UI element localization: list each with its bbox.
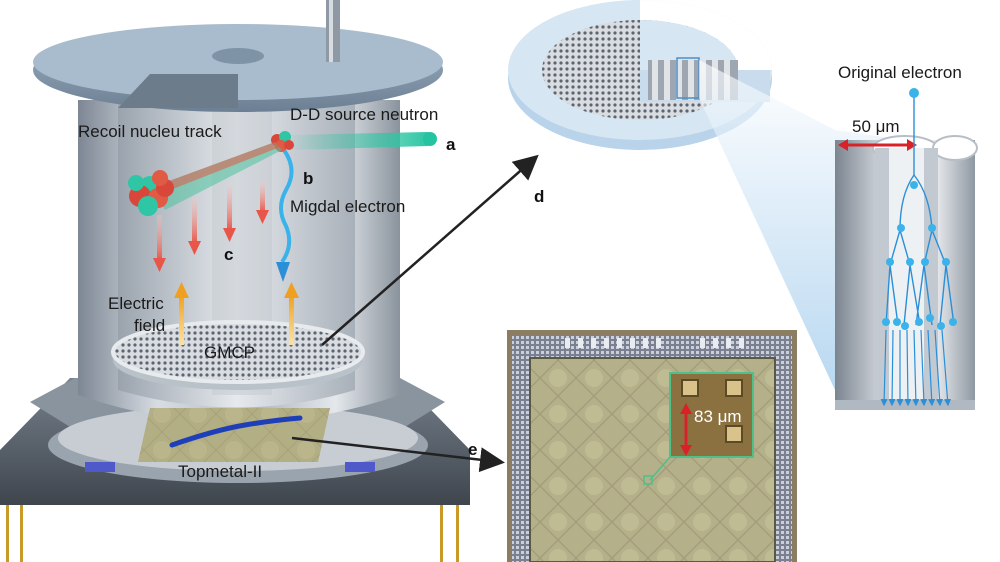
topmetal-label: Topmetal-II	[178, 462, 262, 481]
charge-track	[169, 415, 303, 448]
arrow-to-e	[291, 436, 505, 473]
pore-size-label: 50 μm	[852, 117, 900, 136]
letter-a: a	[446, 135, 456, 154]
drift-arrows	[153, 182, 269, 272]
pixel-pitch-label: 83 μm	[694, 407, 742, 426]
chip-micrograph: 83 μm	[507, 330, 797, 562]
topmetal-chip-small	[138, 408, 330, 462]
field-label-1: Electric	[108, 294, 164, 313]
detector: Recoil nucleu track D-D source neutron a…	[0, 0, 470, 562]
neutron-ball	[423, 132, 437, 146]
letter-b: b	[303, 169, 313, 188]
recoil-label: Recoil nucleu track	[78, 122, 222, 141]
neutron-beam	[290, 132, 428, 150]
recoil-nucleus	[271, 131, 294, 152]
migdal-label: Migdal electron	[290, 197, 405, 216]
recoil-track	[128, 142, 282, 216]
letter-c: c	[224, 245, 233, 264]
field-label-2: field	[134, 316, 165, 335]
original-electron-label: Original electron	[838, 63, 962, 82]
field-arrows	[174, 282, 299, 345]
electron-avalanche	[885, 95, 955, 326]
arrow-to-d	[321, 154, 539, 346]
electron-dots	[882, 88, 957, 330]
letter-d: d	[534, 187, 544, 206]
letter-e: e	[468, 440, 477, 459]
source-label: D-D source neutron	[290, 105, 438, 124]
gold-pins	[6, 505, 459, 562]
gmcp-disc	[111, 320, 365, 390]
electron-output-arrows	[880, 329, 952, 407]
gmcp-label: GMCP	[204, 343, 255, 362]
migdal-electron-path	[279, 148, 294, 264]
pore-detail: Original electron 50 μm	[835, 63, 978, 410]
